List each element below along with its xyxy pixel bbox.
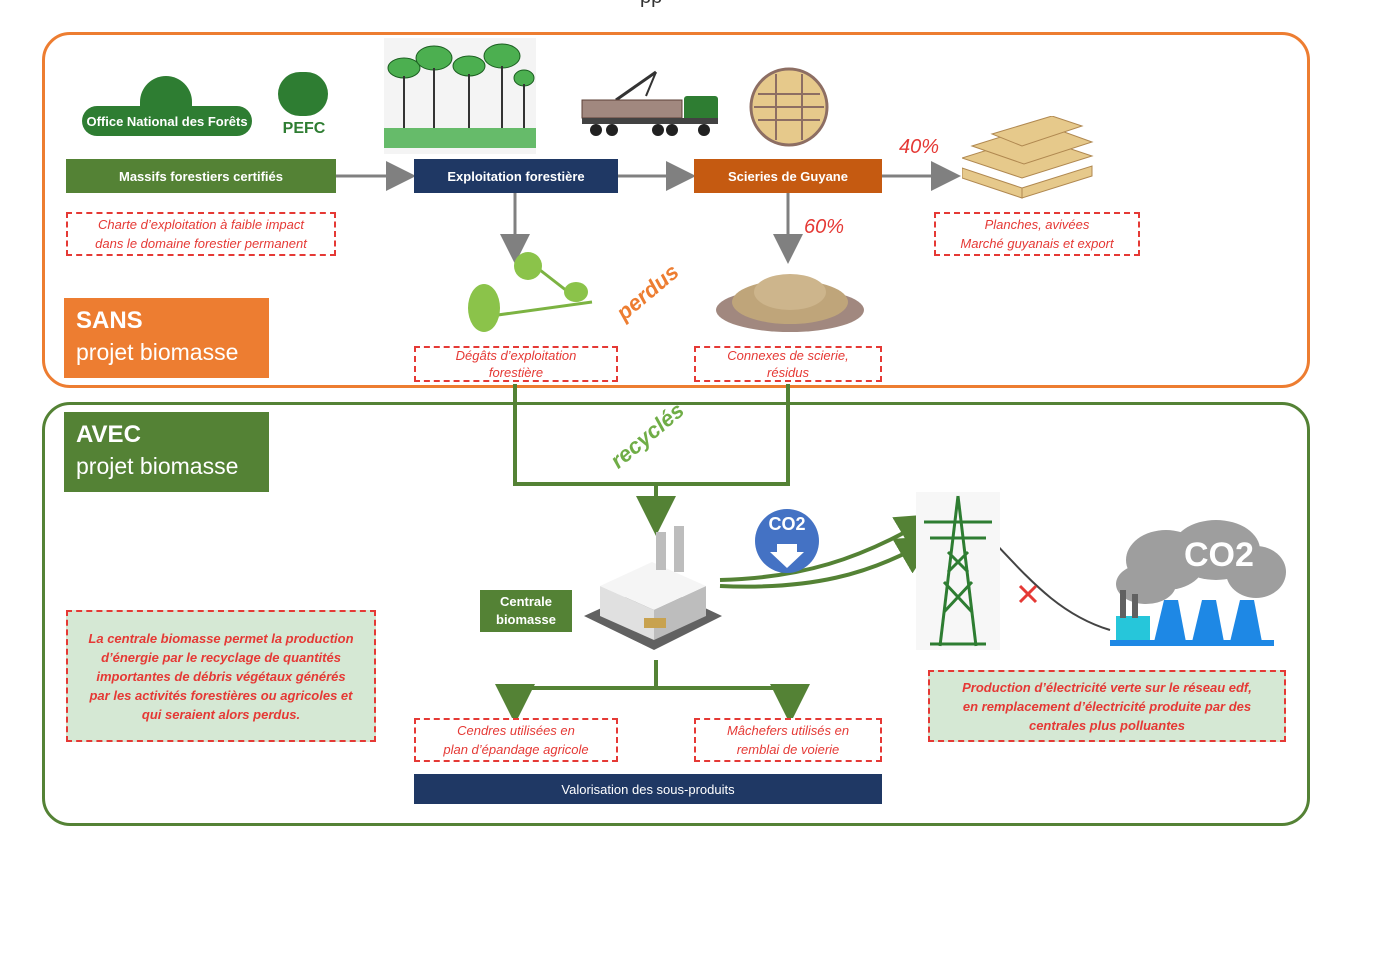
valorisation-bar: Valorisation des sous-produits	[414, 774, 882, 804]
avec-title: AVEC projet biomasse	[64, 412, 269, 492]
massifs-bar: Massifs forestiers certifiés	[66, 159, 336, 193]
polluting-factory-illustration	[1110, 520, 1286, 646]
charte-note: Charte d’exploitation à faible impact da…	[66, 212, 336, 256]
power-plant-illustration	[584, 526, 722, 650]
pylon-illustration	[916, 492, 1000, 650]
machefers-note: Mâchefers utilisés en remblai de voierie	[694, 718, 882, 762]
header-fragment: pp	[640, 0, 662, 9]
onf-logo: Office National des Forêts	[82, 74, 252, 138]
co2-cloud-label: CO2	[1184, 536, 1254, 574]
planks-illustration	[962, 116, 1094, 199]
scieries-bar: Scieries de Guyane	[694, 159, 882, 193]
avec-frame	[42, 402, 1310, 826]
wood-chips-illustration	[716, 274, 864, 332]
co2-reduction-icon	[755, 509, 819, 573]
degats-note: Dégâts d’exploitation forestière	[414, 346, 618, 382]
branch-debris-illustration	[468, 252, 593, 332]
sans-title: SANS projet biomasse	[64, 298, 269, 378]
leaf-icon	[278, 72, 328, 116]
co2-badge-label: CO2	[768, 514, 806, 534]
truck-illustration	[581, 70, 718, 136]
electricity-note: Production d’électricité verte sur le ré…	[928, 670, 1286, 742]
pct-60-label: 60%	[804, 216, 845, 238]
forest-illustration	[384, 38, 536, 154]
exploitation-bar: Exploitation forestière	[414, 159, 618, 193]
sans-frame	[42, 32, 1310, 388]
pct-40-label: 40%	[899, 136, 940, 158]
connexes-note: Connexes de scierie, résidus	[694, 346, 882, 382]
planches-note: Planches, avivées Marché guyanais et exp…	[934, 212, 1140, 256]
centrale-label: Centrale biomasse	[480, 590, 572, 632]
centrale-explanation-note: La centrale biomasse permet la productio…	[66, 610, 376, 742]
cross-icon	[1018, 584, 1038, 604]
log-section-illustration	[749, 67, 829, 147]
pefc-logo: PEFC	[272, 72, 336, 140]
cendres-note: Cendres utilisées en plan d’épandage agr…	[414, 718, 618, 762]
